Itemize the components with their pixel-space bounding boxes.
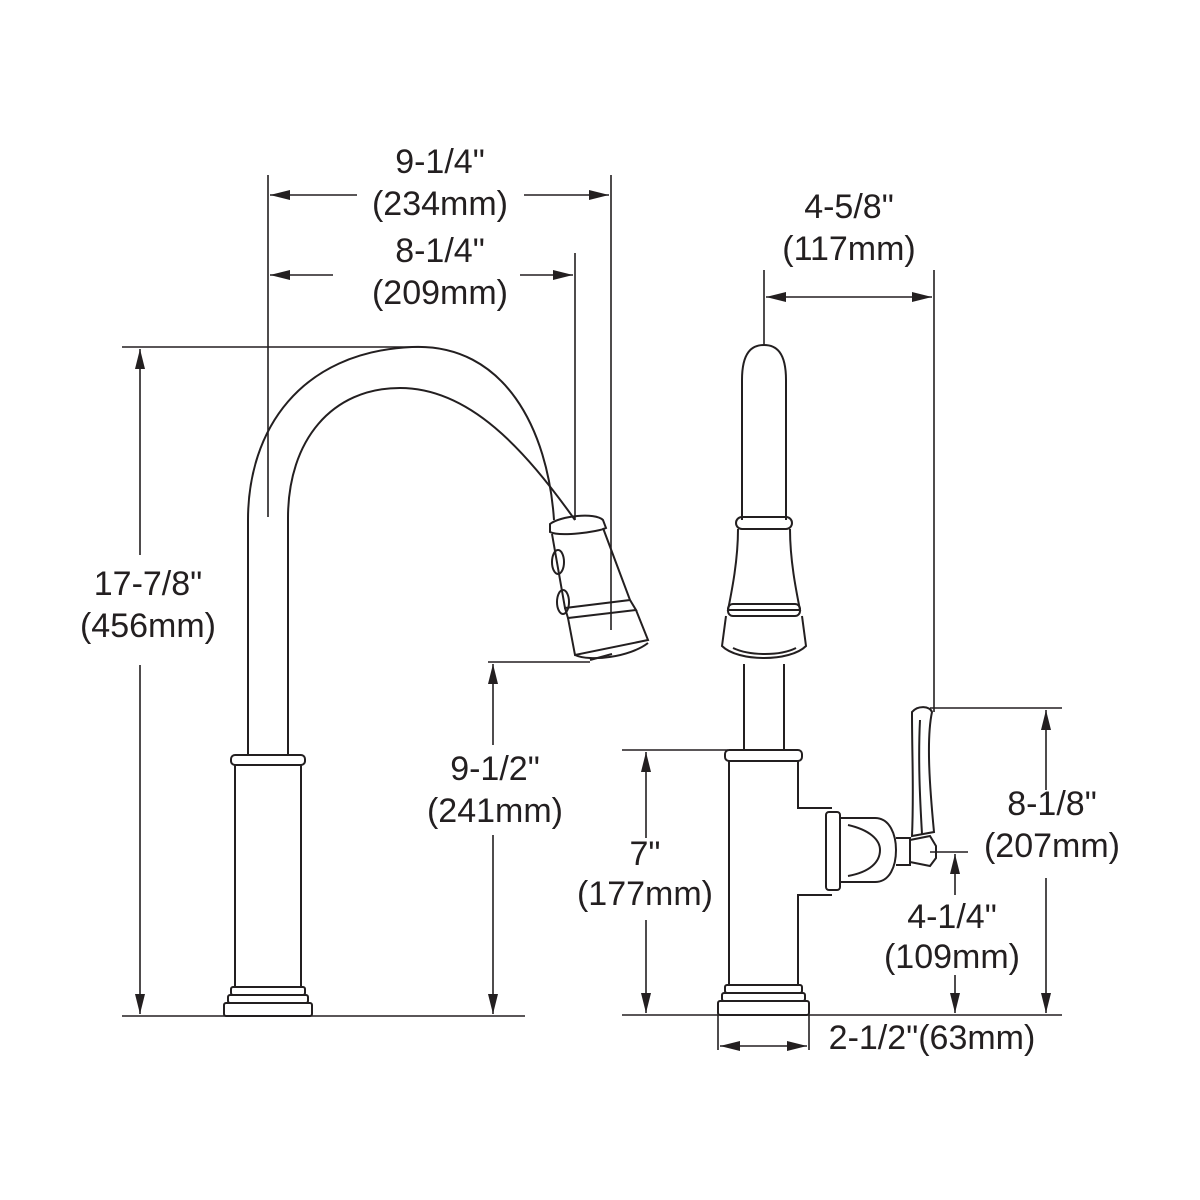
side-body-collar xyxy=(724,749,803,762)
front-body-collar xyxy=(230,754,306,766)
dim-spout-clearance-imperial: 9-1/2" xyxy=(450,750,540,788)
handle-lever xyxy=(825,706,937,891)
dim-label-spout-clearance: 9-1/2" (241mm) xyxy=(427,750,563,830)
dim-label-handle-axis-height: 4-1/4" (109mm) xyxy=(884,898,1020,976)
dim-body-height-metric: (177mm) xyxy=(577,875,713,913)
dim-spout-reach-outer-imperial: 9-1/4" xyxy=(395,143,485,181)
dim-overall-height-imperial: 17-7/8" xyxy=(94,565,202,603)
dim-label-body-height: 7" (177mm) xyxy=(577,835,713,913)
side-base xyxy=(717,984,810,1016)
dim-label-spout-reach-outer: 9-1/4" (234mm) xyxy=(372,143,508,223)
dim-label-side-depth: 4-5/8" (117mm) xyxy=(782,188,916,268)
spray-head xyxy=(549,514,650,661)
dim-spout-reach-outer-metric: (234mm) xyxy=(372,185,508,223)
dim-overall-height-metric: (456mm) xyxy=(80,607,216,645)
dim-label-overall-height: 17-7/8" (456mm) xyxy=(80,565,216,645)
faucet-front-view xyxy=(122,175,650,1017)
dim-spout-reach-inner-metric: (209mm) xyxy=(372,274,508,312)
dim-handle-axis-height-metric: (109mm) xyxy=(884,938,1020,976)
front-base xyxy=(223,986,313,1017)
spout-inner-edge xyxy=(287,386,576,755)
dim-body-height-imperial: 7" xyxy=(630,835,661,873)
side-spray-head xyxy=(726,528,802,611)
dim-spout-clearance-metric: (241mm) xyxy=(427,792,563,830)
dim-base-diameter: 2-1/2"(63mm) xyxy=(829,1019,1036,1057)
dim-spout-reach-inner-imperial: 8-1/4" xyxy=(395,232,485,270)
dim-handle-height-imperial: 8-1/8" xyxy=(1007,785,1097,823)
dim-handle-axis-height-imperial: 4-1/4" xyxy=(907,898,997,936)
dim-label-handle-height: 8-1/8" (207mm) xyxy=(984,785,1120,865)
dim-label-spout-reach-inner: 8-1/4" (209mm) xyxy=(372,232,508,312)
dim-label-base-diameter: 2-1/2"(63mm) xyxy=(829,1019,1036,1057)
faucet-side-view xyxy=(622,270,1062,1051)
dim-handle-height-metric: (207mm) xyxy=(984,827,1120,865)
dim-side-depth-metric: (117mm) xyxy=(782,230,916,268)
spout-outer-edge xyxy=(247,345,555,755)
front-body xyxy=(234,764,302,988)
dim-side-depth-imperial: 4-5/8" xyxy=(804,188,894,226)
side-body xyxy=(728,761,832,986)
side-spout-wand xyxy=(741,343,787,520)
